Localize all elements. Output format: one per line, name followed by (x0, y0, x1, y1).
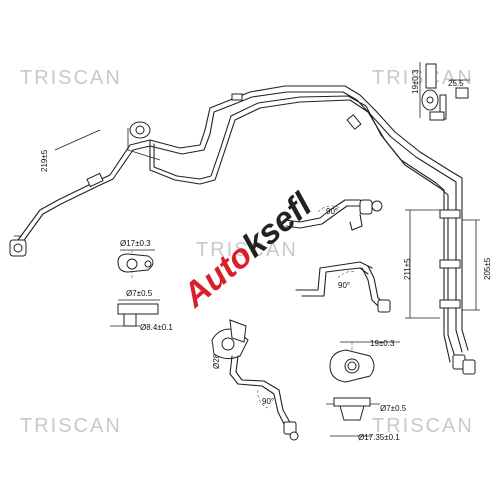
watermark-top-right: TRISCAN (372, 67, 474, 89)
dim-25-label: 25.5 (448, 79, 464, 88)
dim-7-left-label: Ø7±0.5 (126, 289, 153, 298)
watermark-bottom-right: TRISCAN (372, 415, 474, 437)
pipe-couplings (86, 93, 476, 375)
angle-90-upper: 90° (326, 207, 338, 216)
watermark-top-left: TRISCAN (20, 67, 122, 89)
dim-17-label: Ø17±0.3 (120, 239, 151, 248)
watermark-center: TRISCAN (196, 239, 298, 261)
dim-84-label: Ø8.4±0.1 (140, 323, 173, 332)
bracket-detail-upper: 90° (284, 199, 383, 231)
bracket-detail-lower: 90° (295, 261, 391, 313)
main-hose-assembly (17, 85, 469, 363)
left-end-fitting (9, 235, 27, 257)
dim-211-label: 211±5 (403, 258, 412, 280)
block-detail-right: 19±0.3 Ø7±0.5 Ø17.35±0.1 (326, 339, 407, 442)
dim-219-label: 219±5 (40, 149, 49, 172)
bottom-hose-part: Ø28±0.1 90° (211, 319, 299, 441)
block-fitting-main (127, 121, 161, 161)
angle-90-bottom: 90° (262, 397, 274, 406)
dim-19-top-label: 19±0.3 (411, 69, 420, 94)
dim-19-right-label: 19±0.3 (370, 339, 395, 348)
watermark-bottom-left: TRISCAN (20, 415, 122, 437)
dim-1735-label: Ø17.35±0.1 (358, 433, 400, 442)
detail-top-right: 19±0.3 25.5 (411, 62, 470, 121)
dim-205-label: 205±5 (483, 257, 492, 280)
dimension-219: 219±5 (40, 129, 101, 172)
angle-90-lower: 90° (338, 281, 350, 290)
dim-7-right-label: Ø7±0.5 (380, 404, 407, 413)
vertical-dimensions: 211±5 205±5 (403, 209, 492, 319)
block-detail-left: Ø17±0.3 Ø7±0.5 Ø8.4±0.1 (110, 239, 173, 332)
